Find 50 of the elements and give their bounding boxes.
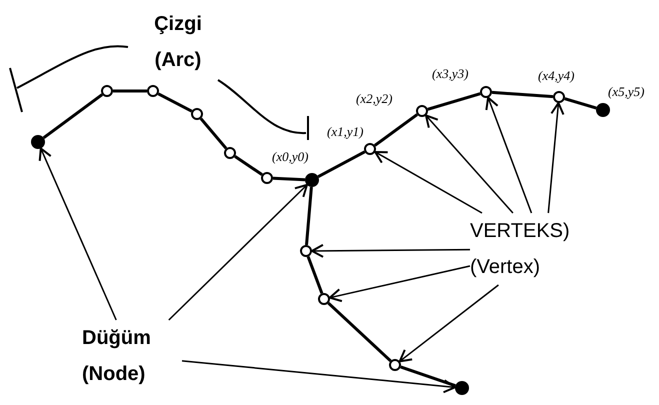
coordinate-label: (x1,y1): [327, 124, 364, 140]
line-segment: [317, 150, 366, 178]
line-segment: [374, 113, 418, 147]
leader-arrow: [168, 184, 308, 321]
node-dot: [31, 135, 45, 149]
vertex-dot: [300, 245, 312, 257]
line-segment: [272, 176, 306, 182]
coordinate-label: (x2,y2): [356, 91, 392, 107]
line-segment: [327, 302, 392, 362]
leader-arrow: [311, 244, 470, 258]
leader-arrow: [425, 114, 514, 214]
line-segment: [200, 118, 228, 150]
callout-label: VERTEKS) (Vertex): [470, 213, 620, 285]
coordinate-label: (x0,y0): [272, 149, 308, 165]
node-dot: [305, 173, 319, 187]
line-segment: [564, 97, 597, 110]
node-dot: [596, 103, 610, 117]
vertex-dot: [261, 172, 273, 184]
node-dot: [455, 381, 469, 395]
vertex-dot: [364, 143, 376, 155]
vertex-dot: [416, 105, 428, 117]
leader-arrow: [182, 360, 456, 394]
line-segment: [427, 92, 481, 111]
callout-label: Çizgi (Arc): [140, 6, 216, 78]
leader-arrow: [38, 147, 117, 320]
line-segment: [492, 90, 554, 98]
callout-label: Düğüm (Node): [82, 320, 182, 392]
vertex-dot: [224, 147, 236, 159]
coordinate-label: (x4,y4): [538, 68, 574, 84]
leader-arrow: [548, 102, 564, 214]
line-segment: [400, 366, 456, 388]
vertex-dot: [480, 86, 492, 98]
line-segment: [306, 256, 324, 294]
vertex-dot: [147, 85, 159, 97]
line-segment: [305, 186, 313, 246]
line-segment: [234, 155, 263, 176]
line-segment: [158, 92, 192, 113]
leader-arrow: [485, 96, 532, 214]
vertex-dot: [318, 293, 330, 305]
leader-arrow: [398, 284, 499, 362]
vertex-dot: [101, 85, 113, 97]
vertex-dot: [389, 359, 401, 371]
line-segment: [113, 90, 147, 92]
leader-arrow: [328, 265, 470, 302]
line-segment: [42, 93, 104, 140]
leader-arrow: [374, 150, 482, 214]
vertex-dot: [191, 108, 203, 120]
coordinate-label: (x5,y5): [608, 84, 644, 100]
vertex-dot: [553, 91, 565, 103]
coordinate-label: (x3,y3): [432, 66, 468, 82]
